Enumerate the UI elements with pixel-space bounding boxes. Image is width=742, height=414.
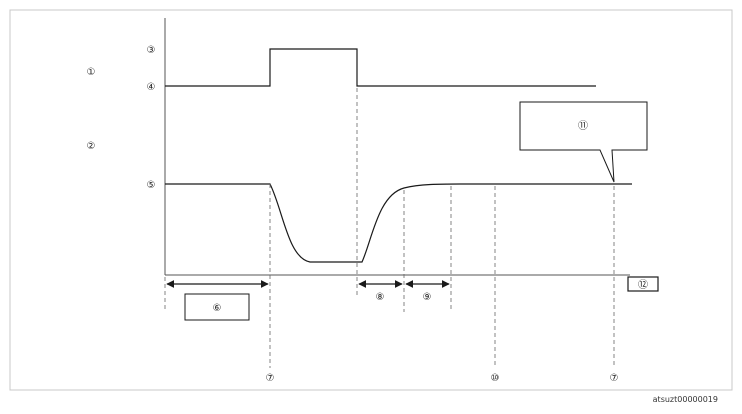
figure-frame (9, 9, 733, 391)
lower-signal-trace (165, 183, 632, 263)
label-box-6 (184, 293, 250, 321)
label-5: ⑤ (147, 180, 156, 191)
label-9: ⑨ (423, 292, 432, 303)
label-box-12 (627, 276, 659, 292)
label-4: ④ (147, 82, 156, 93)
upper-signal-trace (165, 48, 596, 87)
label-6: ⑥ (213, 303, 222, 314)
label-7-right: ⑦ (610, 373, 619, 384)
label-10: ⑩ (491, 373, 500, 384)
label-8: ⑧ (376, 292, 385, 303)
callout-box-11 (519, 101, 648, 183)
label-3: ③ (147, 45, 156, 56)
figure-caption: atsuzt00000019 (653, 395, 718, 404)
label-2: ② (87, 141, 96, 152)
label-1: ① (87, 67, 96, 78)
label-12: ⑫ (638, 279, 648, 291)
label-11: ⑪ (578, 120, 588, 132)
label-7-left: ⑦ (266, 373, 275, 384)
